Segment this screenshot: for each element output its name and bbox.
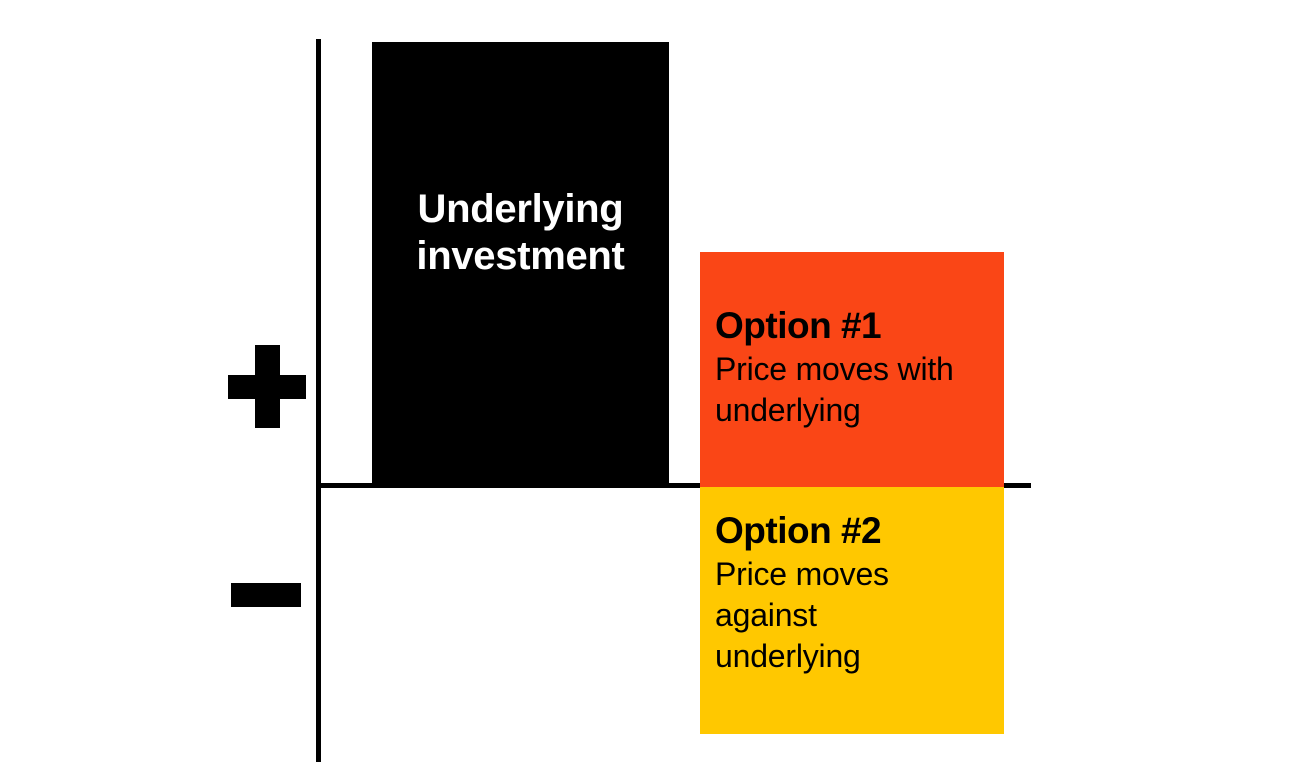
bar-option-2-heading: Option #2 (715, 510, 882, 551)
bar-option-1: Option #1 Price moves with underlying (700, 252, 1004, 487)
horizontal-zero-line (316, 483, 1031, 488)
bar-option-1-heading: Option #1 (715, 305, 882, 346)
bar-underlying-investment: Underlying investment (372, 42, 669, 487)
vertical-axis-line (316, 39, 321, 762)
bar-option-1-description: Price moves with underlying (715, 351, 954, 428)
bar-option-2: Option #2 Price moves against underlying (700, 487, 1004, 734)
minus-sign-icon (231, 583, 301, 607)
plus-sign-icon (228, 345, 306, 428)
bar-underlying-investment-label: Underlying investment (416, 186, 625, 278)
plus-vertical-stroke (255, 345, 280, 428)
bar-option-2-description: Price moves against underlying (715, 556, 889, 674)
